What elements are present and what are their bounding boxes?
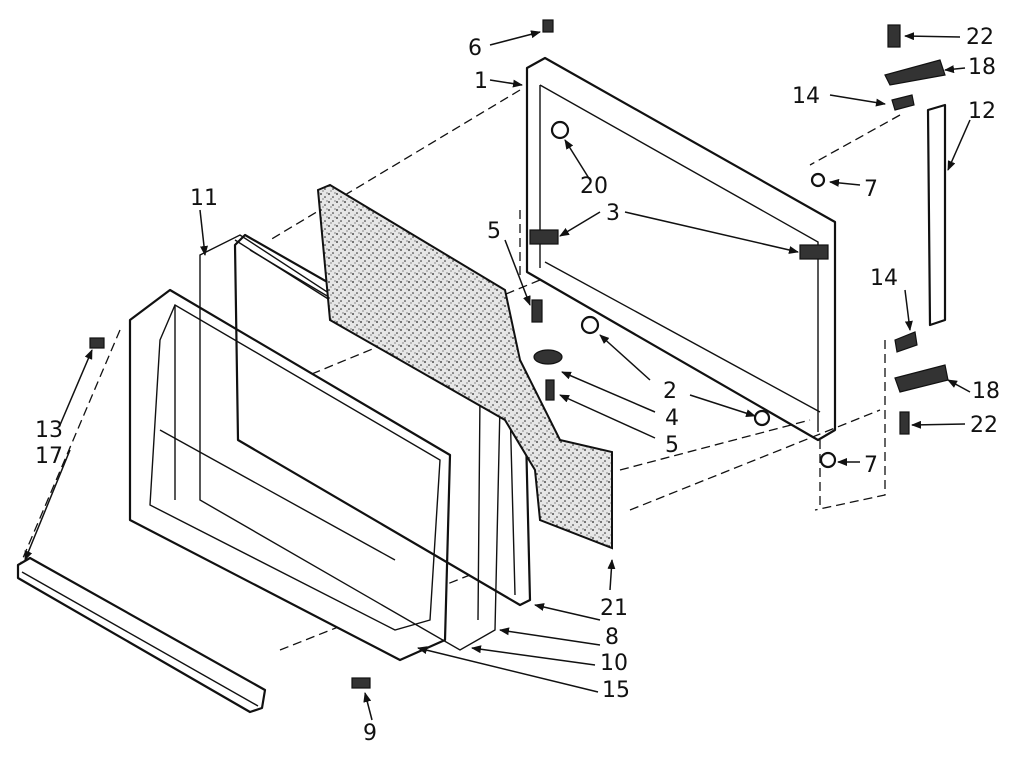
callout-14-b: 14: [870, 266, 898, 291]
door-insulation: [316, 183, 613, 550]
door-liner: [128, 288, 452, 662]
callout-8: 8: [605, 625, 619, 650]
door-frame: [525, 56, 837, 442]
hardware: [89, 19, 949, 689]
callouts: 1 2 3 4 5 5 6 7 7 8 9 10 11 12 13 17 14 …: [35, 25, 1000, 746]
callout-6: 6: [468, 36, 482, 61]
callout-20: 20: [580, 174, 608, 199]
door-handle: [16, 556, 267, 714]
callout-18-b: 18: [972, 379, 1000, 404]
callout-5-b: 5: [665, 433, 679, 458]
callout-4: 4: [665, 406, 679, 431]
callout-11: 11: [190, 186, 218, 211]
callout-3: 3: [606, 201, 620, 226]
callout-21: 21: [600, 596, 628, 621]
callout-1: 1: [474, 69, 488, 94]
leader-lines: [24, 30, 971, 721]
callout-7-a: 7: [864, 177, 878, 202]
callout-9: 9: [363, 721, 377, 746]
callout-22-b: 22: [970, 413, 998, 438]
callout-10: 10: [600, 651, 628, 676]
callout-2: 2: [663, 379, 677, 404]
callout-17: 17: [35, 444, 63, 469]
callout-7-b: 7: [864, 453, 878, 478]
callout-5-a: 5: [487, 219, 501, 244]
callout-15: 15: [602, 678, 630, 703]
callout-14-a: 14: [792, 84, 820, 109]
callout-13: 13: [35, 418, 63, 443]
callout-18-a: 18: [968, 55, 996, 80]
callout-22-a: 22: [966, 25, 994, 50]
callout-12: 12: [968, 99, 996, 124]
hinge-bar: [926, 103, 947, 327]
